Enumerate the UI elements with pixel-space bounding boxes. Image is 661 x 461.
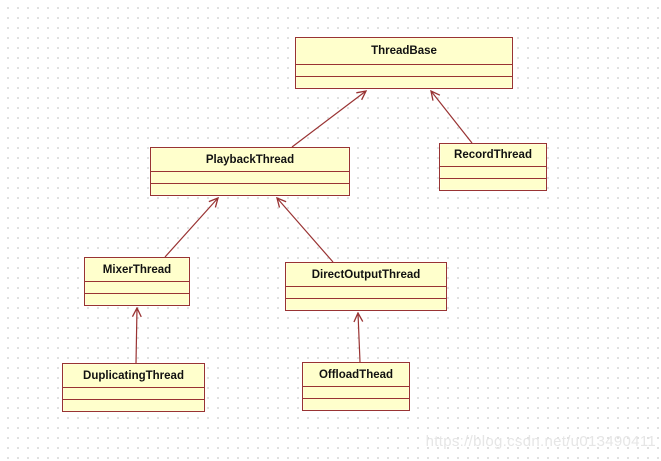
operations-compartment — [151, 183, 349, 195]
operations-compartment — [286, 298, 446, 310]
class-name-duplicatingthread: DuplicatingThread — [83, 369, 184, 382]
generalization-duplicatingthread-to-mixerthread[interactable] — [136, 308, 137, 364]
attributes-compartment — [296, 64, 512, 76]
attributes-compartment — [303, 386, 409, 398]
class-name-mixerthread: MixerThread — [102, 263, 172, 276]
attributes-compartment — [440, 166, 546, 178]
operations-compartment — [440, 178, 546, 190]
class-name-recordthread: RecordThread — [454, 149, 532, 161]
class-box-offloadthead[interactable]: OffloadThead — [302, 362, 410, 411]
generalization-recordthread-to-threadbase[interactable] — [431, 91, 473, 144]
attributes-compartment — [286, 286, 446, 298]
class-name-directoutputthread: DirectOutputThread — [311, 268, 421, 281]
operations-compartment — [303, 398, 409, 410]
class-name-playbackthread: PlaybackThread — [205, 153, 295, 166]
class-name-offloadthead: OffloadThead — [318, 368, 394, 381]
generalization-playbackthread-to-threadbase[interactable] — [291, 91, 366, 148]
class-box-directoutputthread[interactable]: DirectOutputThread — [285, 262, 447, 311]
class-box-duplicatingthread[interactable]: DuplicatingThread — [62, 363, 205, 412]
generalization-directoutputthread-to-playbackthread[interactable] — [277, 198, 334, 263]
class-name-threadbase: ThreadBase — [371, 45, 437, 57]
operations-compartment — [296, 76, 512, 88]
class-box-mixerthread[interactable]: MixerThread — [84, 257, 190, 306]
generalization-mixerthread-to-playbackthread[interactable] — [164, 198, 218, 258]
watermark: https://blog.csdn.net/u013490411 — [425, 433, 656, 450]
class-box-threadbase[interactable]: ThreadBase — [295, 37, 513, 89]
class-box-playbackthread[interactable]: PlaybackThread — [150, 147, 350, 196]
operations-compartment — [63, 399, 204, 411]
operations-compartment — [85, 293, 189, 305]
generalization-offloadthead-to-directoutputthread[interactable] — [358, 313, 360, 363]
attributes-compartment — [85, 281, 189, 293]
class-box-recordthread[interactable]: RecordThread — [439, 143, 547, 191]
attributes-compartment — [63, 387, 204, 399]
attributes-compartment — [151, 171, 349, 183]
